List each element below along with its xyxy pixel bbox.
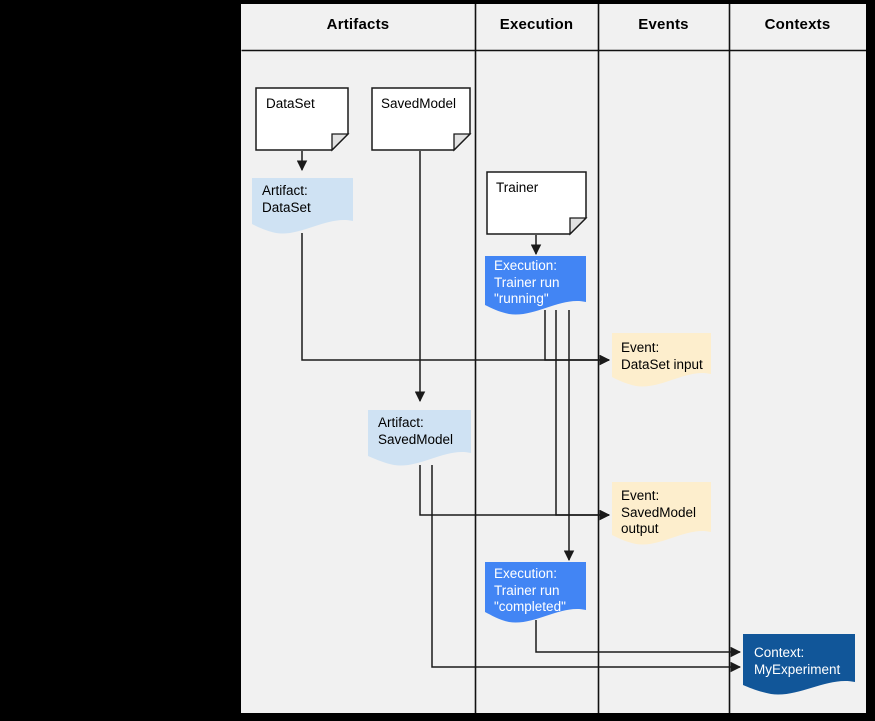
node-label-savedmodel-type: SavedModel (381, 96, 457, 111)
node-label-event-dataset-input: Event: DataSet input (621, 340, 703, 372)
lane-header-artifacts: Artifacts (326, 16, 390, 33)
node-label-artifact-savedmodel: Artifact: SavedModel (378, 415, 454, 447)
node-label-context-myexperiment: Context: MyExperiment (754, 645, 841, 677)
node-label-artifact-dataset: Artifact: DataSet (262, 183, 311, 215)
lane-header-contexts: Contexts (764, 16, 831, 33)
lane-header-events: Events (638, 16, 689, 33)
node-label-execution-running: Execution: Trainer run "running" (494, 258, 560, 306)
node-label-dataset-type: DataSet (266, 96, 315, 111)
node-label-event-savedmodel-output: Event: SavedModel output (621, 488, 697, 536)
lane-header-execution: Execution (499, 16, 574, 33)
node-label-execution-completed: Execution: Trainer run "completed" (494, 566, 566, 614)
node-label-trainer-type: Trainer (496, 180, 539, 195)
